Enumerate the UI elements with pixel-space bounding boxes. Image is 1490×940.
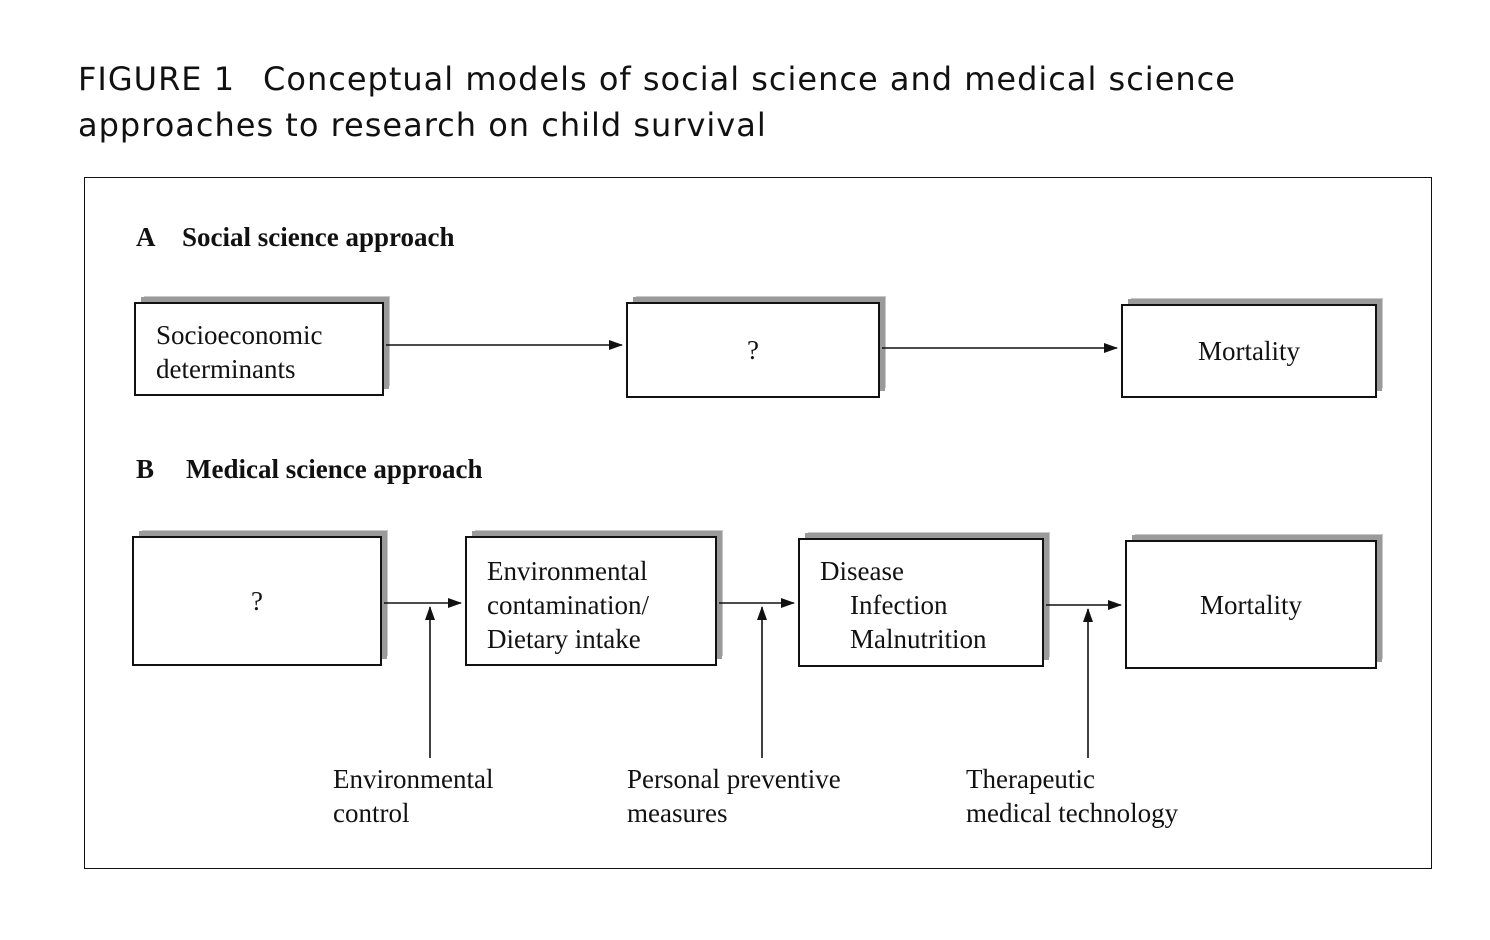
- box-b3-line3: Malnutrition: [850, 624, 987, 654]
- label-personal-preventive-measures: Personal preventive measures: [627, 762, 841, 830]
- intervention-2-line1: Personal preventive: [627, 764, 841, 794]
- box-a2-text: ?: [747, 335, 759, 365]
- box-mortality-b: Mortality: [1125, 540, 1377, 669]
- figure-title: FIGURE 1 Conceptual models of social scie…: [78, 56, 1458, 148]
- intervention-2-line2: measures: [627, 798, 728, 828]
- section-b-letter: B: [136, 454, 155, 484]
- box-b3-line1: Disease: [820, 556, 904, 586]
- figure-title-line1: Conceptual models of social science and …: [263, 60, 1236, 98]
- section-a-heading: A Social science approach: [136, 222, 455, 253]
- intervention-1-line2: control: [333, 798, 410, 828]
- box-b2-line3: Dietary intake: [487, 624, 641, 654]
- box-a3-text: Mortality: [1198, 336, 1300, 366]
- intervention-1-line1: Environmental: [333, 764, 494, 794]
- section-a-letter: A: [136, 222, 156, 252]
- box-unknown-mechanism-a: ?: [626, 302, 880, 398]
- box-unknown-determinants-b: ?: [132, 536, 382, 666]
- box-a1-line1: Socioeconomic: [156, 320, 323, 350]
- diagram-frame: [84, 177, 1432, 869]
- box-environmental-contamination: Environmental contamination/ Dietary int…: [465, 536, 717, 666]
- section-b-heading: B Medical science approach: [136, 454, 482, 485]
- box-b2-line1: Environmental: [487, 556, 648, 586]
- box-b4-text: Mortality: [1200, 589, 1302, 620]
- figure-title-line2: approaches to research on child survival: [78, 106, 767, 144]
- section-a-title: Social science approach: [182, 222, 455, 252]
- label-environmental-control: Environmental control: [333, 762, 493, 830]
- box-b3-line2: Infection: [850, 590, 948, 620]
- section-b-title: Medical science approach: [186, 454, 483, 484]
- label-therapeutic-medical-technology: Therapeutic medical technology: [966, 762, 1178, 830]
- box-b1-text: ?: [251, 586, 263, 616]
- box-disease: Disease Infection Malnutrition: [798, 538, 1044, 667]
- box-b2-line2: contamination/: [487, 590, 649, 620]
- figure-number: FIGURE 1: [78, 60, 236, 98]
- box-mortality-a: Mortality: [1121, 304, 1377, 398]
- box-a1-line2: determinants: [156, 354, 296, 384]
- intervention-3-line1: Therapeutic: [966, 764, 1095, 794]
- box-socioeconomic-determinants: Socioeconomic determinants: [134, 302, 384, 396]
- intervention-3-line2: medical technology: [966, 798, 1179, 828]
